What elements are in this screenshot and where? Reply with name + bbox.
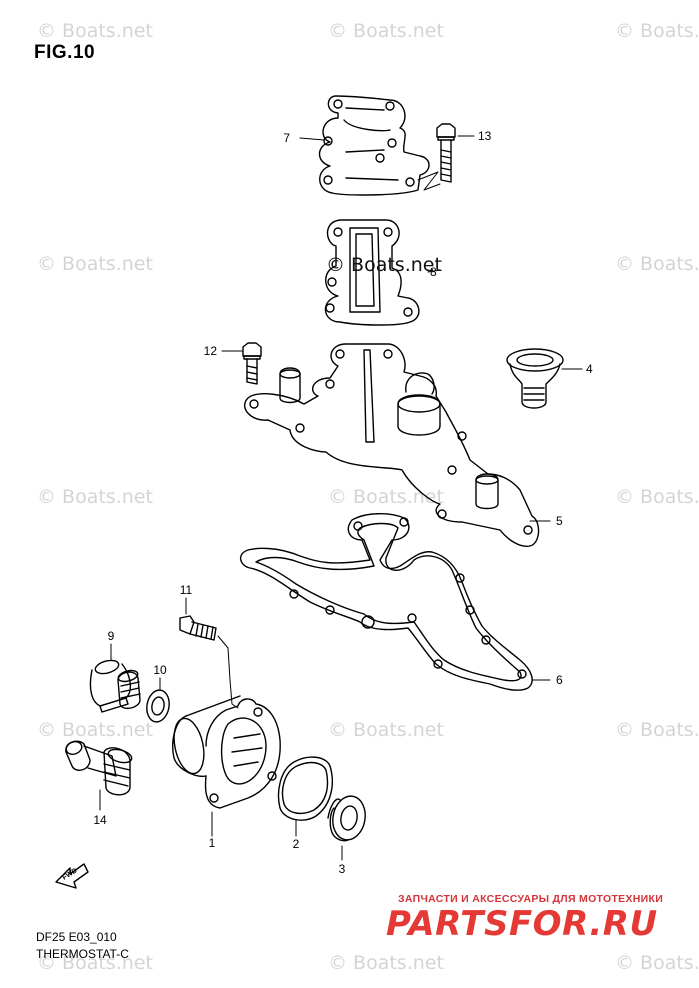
part-1-outlet-housing[interactable] [169,695,281,809]
watermark: © Boats.net [615,20,699,42]
callout-2: 2 [293,837,300,851]
callout-4: 4 [586,362,593,376]
part-13-bolt[interactable] [436,123,456,183]
callout-12: 12 [204,344,218,358]
leader-line [427,269,441,273]
watermark: © Boats.net [615,952,699,974]
watermark: © Boats.net [37,253,153,275]
watermark-overlay: © Boats.net [326,254,442,276]
callout-5: 5 [556,514,563,528]
watermark: © Boats.net [615,719,699,741]
figure-title: FIG.10 [34,42,96,63]
diagram-caption: THERMOSTAT-C [36,947,129,961]
callout-3: 3 [339,862,346,876]
callout-9: 9 [108,629,115,643]
part-11-bolt[interactable] [179,615,217,641]
callout-6: 6 [556,673,563,687]
brand-tagline: ЗАПЧАСТИ И АКСЕССУАРЫ ДЛЯ МОТОТЕХНИКИ [398,893,664,905]
callout-8: 8 [430,265,437,279]
brand-logo: PARTSFOR.RU [386,904,658,944]
part-7-cover-plate[interactable] [318,95,430,196]
part-5-thermostat-housing[interactable] [243,343,540,547]
part-12-bolt[interactable] [242,342,262,385]
callout-1: 1 [209,836,216,850]
watermark: © Boats.net [615,486,699,508]
watermark: © Boats.net [615,253,699,275]
callout-10: 10 [153,663,167,677]
fwd-arrow-icon: FWD [55,863,89,889]
watermark: © Boats.net [328,486,444,508]
part-6-gasket[interactable] [240,513,533,691]
watermark: © Boats.net [328,719,444,741]
callout-13: 13 [478,129,492,143]
part-4-thermostat[interactable] [506,348,564,409]
leader-line [185,597,239,709]
watermark: © Boats.net [37,20,153,42]
part-2-o-ring[interactable] [277,756,334,821]
part-8-gasket[interactable] [324,219,420,326]
watermark: © Boats.net [37,486,153,508]
watermark: © Boats.net [328,952,444,974]
watermark: © Boats.net [37,952,153,974]
part-10-washer[interactable] [144,688,171,723]
callout-7: 7 [283,131,290,145]
watermark: © Boats.net [37,719,153,741]
leader-line [417,135,475,191]
part-9-plug[interactable] [89,658,141,713]
watermark: © Boats.net [328,20,444,42]
leader-line [299,137,325,141]
callout-14: 14 [93,813,107,827]
part-14-sensor[interactable] [64,740,133,796]
part-3-grommet[interactable] [327,794,369,843]
callout-11: 11 [180,583,193,597]
diagram-code: DF25 E03_010 [36,930,117,944]
